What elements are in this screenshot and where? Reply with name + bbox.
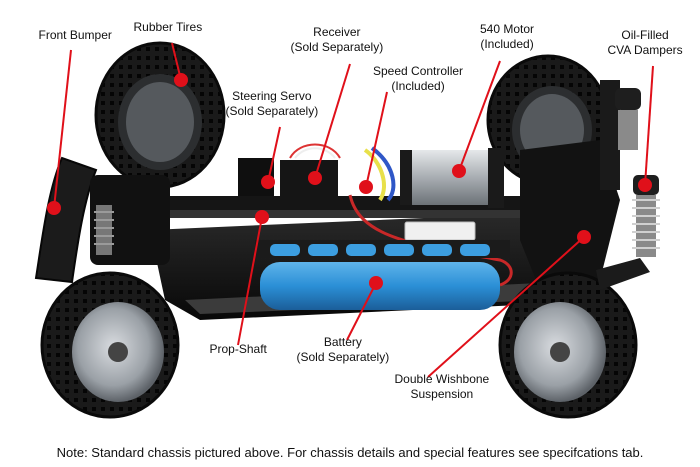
steering-servo-label-line: Steering Servo <box>232 89 312 103</box>
oil-filled-cva-dampers-label-line: Oil-Filled <box>621 28 669 42</box>
rear-right-wheel <box>498 271 638 419</box>
front-bumper-marker-dot <box>47 201 61 215</box>
speed-controller-label-line: Speed Controller <box>373 64 464 78</box>
front-bumper-label: Front Bumper <box>39 28 112 43</box>
540-motor-label-line: (Included) <box>480 37 534 51</box>
front-bumper-leader-line <box>53 49 72 209</box>
battery-marker-dot <box>369 276 383 290</box>
battery-label: Battery(Sold Separately) <box>297 335 390 365</box>
double-wishbone-suspension-label-line: Suspension <box>410 387 474 401</box>
speed-controller-leader-line <box>365 91 388 188</box>
oil-filled-cva-dampers-leader-line <box>644 65 654 186</box>
receiver-label: Receiver(Sold Separately) <box>291 25 384 55</box>
receiver-leader-line <box>314 63 351 179</box>
rubber-tires-label-line: Rubber Tires <box>133 20 203 34</box>
footnote: Note: Standard chassis pictured above. F… <box>56 445 644 460</box>
steering-servo-marker-dot <box>261 175 275 189</box>
front-right-wheel <box>40 271 180 419</box>
battery-label-line: (Sold Separately) <box>296 350 390 364</box>
rear-damper <box>632 175 660 257</box>
front-left-wheel <box>94 41 226 189</box>
rubber-tires-label: Rubber Tires <box>134 20 203 35</box>
prop-shaft-marker-dot <box>255 210 269 224</box>
540-motor-label: 540 Motor(Included) <box>480 22 534 52</box>
speed-controller-label-line: (Included) <box>391 79 445 93</box>
steering-servo-label-line: (Sold Separately) <box>225 104 319 118</box>
oil-filled-cva-dampers-marker-dot <box>638 178 652 192</box>
battery-label-line: Battery <box>323 335 362 349</box>
540-motor-label-line: 540 Motor <box>480 22 535 36</box>
battery-leader-line <box>346 282 377 341</box>
rear-damper-upper <box>615 88 641 150</box>
motor-can <box>405 150 495 205</box>
prop-shaft-label-line: Prop-Shaft <box>209 342 267 356</box>
double-wishbone-suspension-leader-line <box>427 236 585 378</box>
speed-controller-label: Speed Controller(Included) <box>373 64 463 94</box>
receiver-label-line: (Sold Separately) <box>290 40 384 54</box>
double-wishbone-suspension-marker-dot <box>577 230 591 244</box>
speed-controller-marker-dot <box>359 180 373 194</box>
prop-shaft-leader-line <box>237 216 263 346</box>
prop-shaft-label: Prop-Shaft <box>210 342 267 357</box>
receiver-marker-dot <box>308 171 322 185</box>
steering-servo-label: Steering Servo(Sold Separately) <box>226 89 319 119</box>
front-bumper-part <box>34 156 98 284</box>
rubber-tires-marker-dot <box>174 73 188 87</box>
double-wishbone-suspension-label-line: Double Wishbone <box>394 372 490 386</box>
540-motor-leader-line <box>458 60 501 172</box>
front-bumper-label-line: Front Bumper <box>38 28 112 42</box>
540-motor-marker-dot <box>452 164 466 178</box>
steering-servo-leader-line <box>267 126 281 183</box>
oil-filled-cva-dampers-label-line: CVA Dampers <box>607 43 683 57</box>
receiver-label-line: Receiver <box>313 25 361 39</box>
